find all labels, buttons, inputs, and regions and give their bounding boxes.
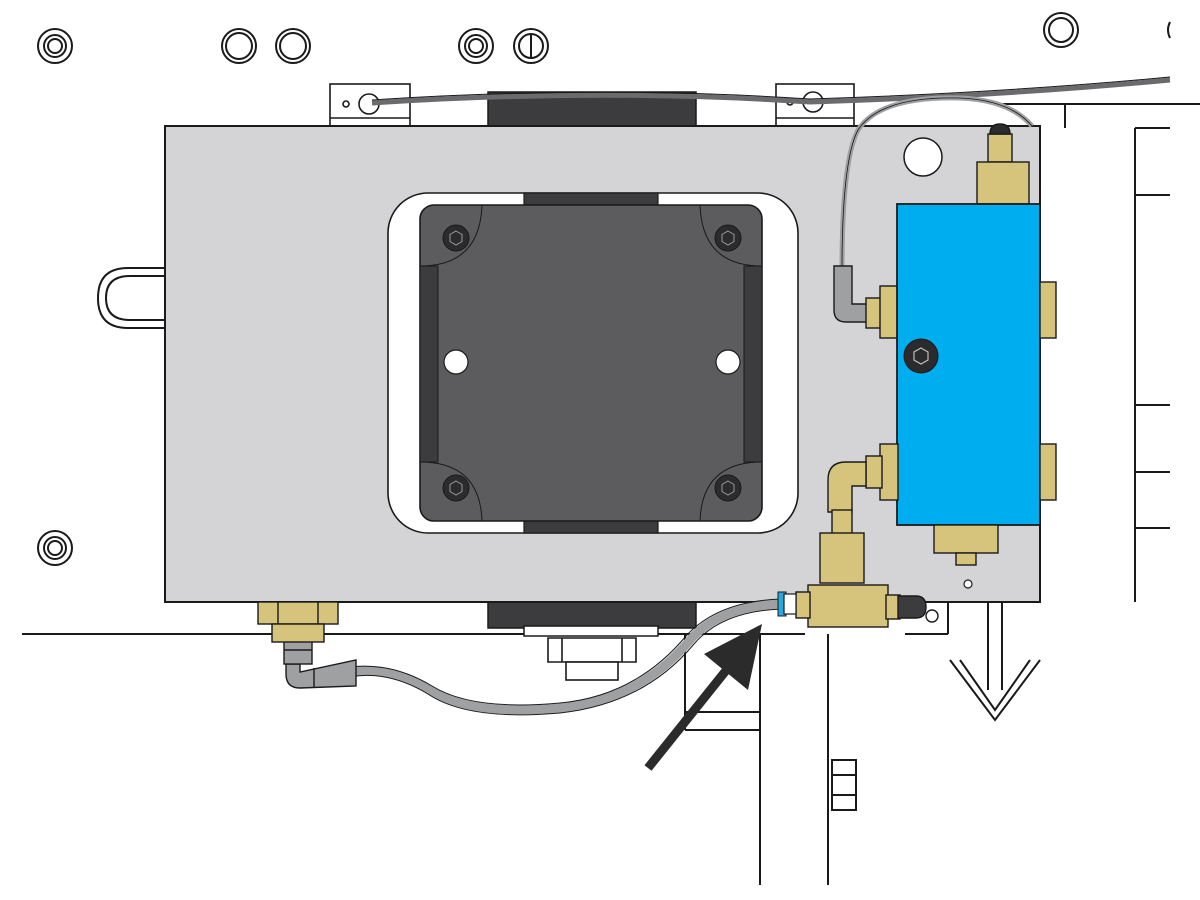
rail-bottom (487, 599, 697, 629)
top-cable-outline (371, 76, 1171, 101)
hose-collar (783, 593, 797, 615)
arrow-pointer-icon (644, 624, 762, 771)
socket-head-bolt-icon (903, 338, 939, 374)
tee-fitting (795, 532, 939, 628)
clamp-right (775, 83, 855, 129)
washer-icon (513, 28, 549, 64)
clamp-left (329, 83, 411, 129)
socket-head-bolt-icon (442, 224, 470, 252)
elbow-fitting-upper (833, 265, 899, 339)
supply-hose (349, 599, 783, 715)
hex-nut (831, 759, 857, 811)
top-washer-row (37, 12, 1171, 64)
valve-port-right-upper (1039, 281, 1057, 339)
top-brass-fitting (976, 123, 1030, 205)
washer-icon (458, 28, 494, 64)
socket-head-bolt-icon (714, 474, 742, 502)
valve-bottom-fitting (933, 524, 999, 566)
handle (96, 267, 166, 329)
supply-hose-outline (349, 598, 783, 716)
elbow-fitting-lower (827, 443, 899, 535)
pilot-hose-outline (841, 97, 1033, 271)
support-structure (22, 602, 1041, 885)
valve-port-right-lower (1039, 443, 1057, 501)
socket-head-bolt-icon (714, 224, 742, 252)
left-brass-fitting (257, 601, 339, 643)
hex-nut-bottom (547, 637, 637, 681)
top-cable (371, 77, 1171, 106)
washer-icon (221, 28, 257, 64)
mounting-block (419, 192, 763, 534)
washer-icon (275, 28, 311, 64)
washer-icon (37, 530, 73, 566)
washer-icon (37, 28, 73, 64)
rail-bottom-tab (523, 625, 659, 637)
plate-hole-small (963, 579, 973, 589)
plate-hole (903, 137, 943, 177)
left-hose-elbow (283, 639, 357, 689)
socket-head-bolt-icon (442, 474, 470, 502)
washer-icon (1043, 12, 1079, 48)
